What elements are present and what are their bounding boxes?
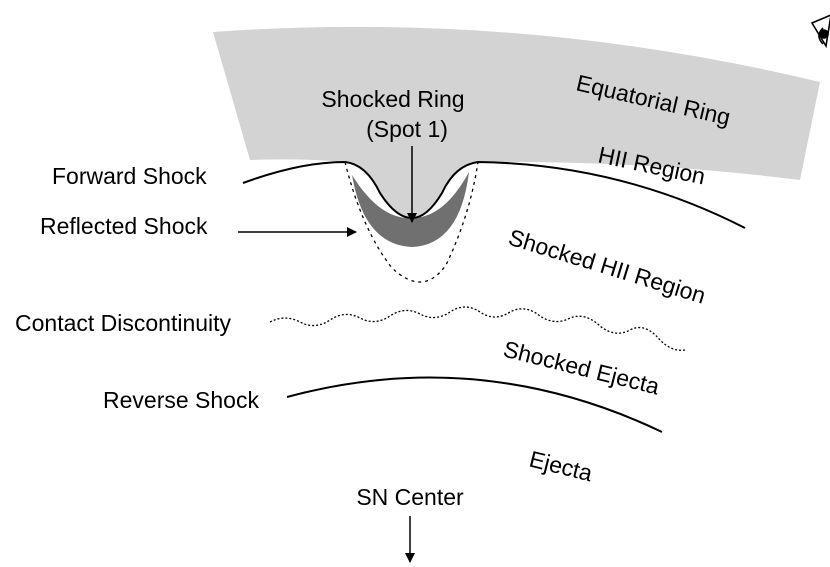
label-sn-center: SN Center (356, 484, 464, 510)
forward-shock-line (242, 160, 746, 229)
label-shocked-hii-region: Shocked HII Region (506, 224, 709, 309)
label-reflected-shock: Reflected Shock (40, 213, 208, 239)
label-spot: (Spot 1) (366, 116, 448, 142)
label-shocked-ejecta: Shocked Ejecta (501, 336, 663, 400)
label-forward-shock: Forward Shock (52, 163, 207, 189)
shocked-ring-region (352, 172, 469, 247)
label-contact-discontinuity: Contact Discontinuity (15, 310, 232, 336)
label-ejecta: Ejecta (527, 446, 596, 487)
label-shocked-ring: Shocked Ring (321, 86, 464, 112)
reflected-shock-line (344, 161, 479, 283)
reverse-shock-line (286, 376, 663, 433)
eye-icon (810, 14, 830, 49)
contact-discontinuity-line (269, 306, 686, 351)
equatorial-ring (213, 26, 820, 219)
label-reverse-shock: Reverse Shock (103, 387, 259, 413)
